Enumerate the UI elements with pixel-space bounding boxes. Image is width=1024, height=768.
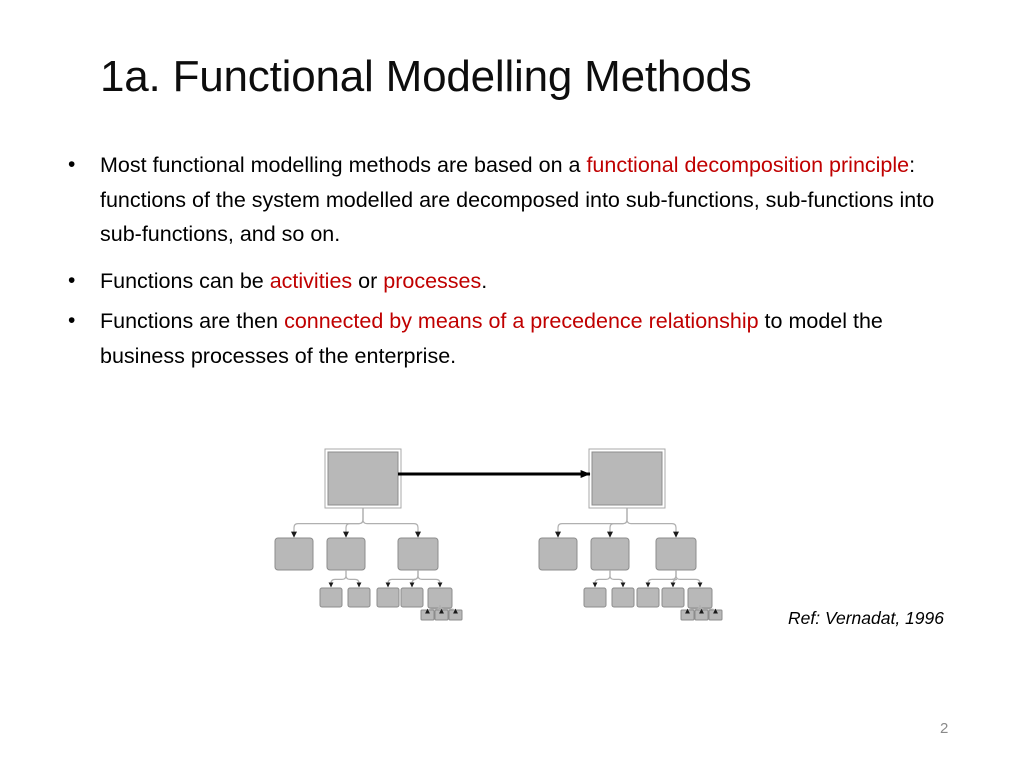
- connector-line: [328, 570, 347, 588]
- connector-line: [362, 508, 421, 538]
- right-tree-level4-box-2: [694, 609, 709, 621]
- connector-line: [417, 570, 443, 588]
- bullet-list: • Most functional modelling methods are …: [60, 148, 965, 385]
- left-tree-root-box: [324, 448, 402, 509]
- left-tree-level3-box-3-body: [376, 587, 400, 608]
- right-tree-level3-box-1: [583, 587, 607, 608]
- right-tree-level3-box-4: [661, 587, 685, 608]
- right-tree-level2-box-1: [538, 537, 578, 571]
- diagram-layer: [274, 448, 723, 621]
- list-item: • Most functional modelling methods are …: [60, 148, 965, 252]
- left-tree-level4-box-1: [420, 609, 435, 621]
- connector-line: [685, 605, 701, 614]
- page-title: 1a. Functional Modelling Methods: [100, 52, 752, 101]
- right-tree-level3-box-3-body: [636, 587, 660, 608]
- highlighted-phrase: activities: [269, 268, 353, 293]
- left-tree-level3-box-3: [376, 587, 400, 608]
- bullet-text: Functions can be activities or processes…: [100, 264, 965, 299]
- left-tree-level2-box-2: [326, 537, 366, 571]
- list-item: • Functions are then connected by means …: [60, 304, 965, 373]
- highlighted-phrase: functional decomposition principle: [586, 153, 910, 177]
- right-tree-level2-box-2-body: [590, 537, 630, 571]
- bullet-marker: •: [68, 153, 76, 176]
- plain-phrase: : functions of the system modelled are d…: [100, 153, 935, 246]
- left-tree-level3-box-2: [347, 587, 371, 608]
- plain-phrase: Functions can be: [100, 268, 270, 293]
- left-tree-level4-box-3-body: [448, 609, 463, 621]
- left-tree-root-box-outer-edge: [324, 448, 402, 509]
- right-tree-level3-box-3: [636, 587, 660, 608]
- left-tree-level2-box-2-body: [326, 537, 366, 571]
- bullet-text: Functions are then connected by means of…: [100, 304, 965, 373]
- right-tree-level3-box-5-body: [687, 587, 713, 609]
- connector-line: [592, 570, 611, 588]
- right-tree-level3-box-2: [611, 587, 635, 608]
- right-tree-level3-box-4-body: [661, 587, 685, 608]
- left-tree-level3-box-2-body: [347, 587, 371, 608]
- connector-line: [345, 570, 362, 588]
- plain-phrase: or: [352, 268, 384, 293]
- connector-line: [437, 605, 445, 614]
- left-tree-level2-box-1-body: [274, 537, 314, 571]
- connector-line: [626, 508, 679, 538]
- page-number: 2: [940, 720, 949, 737]
- bullet-marker: •: [68, 268, 76, 292]
- left-tree-level4-box-3: [448, 609, 463, 621]
- left-tree-level3-box-4: [400, 587, 424, 608]
- left-tree-level3-box-5-body: [427, 587, 453, 609]
- list-item: • Functions can be activities or process…: [60, 264, 965, 299]
- right-tree-level4-box-2-body: [694, 609, 709, 621]
- right-tree-root-box: [588, 448, 666, 509]
- right-tree-level4-box-1-body: [680, 609, 695, 621]
- reference-citation: Ref: Vernadat, 1996: [788, 608, 944, 628]
- highlighted-phrase: processes: [383, 268, 482, 293]
- right-tree-level3-box-1-body: [583, 587, 607, 608]
- connector-line: [675, 570, 703, 588]
- plain-phrase: Most functional modelling methods are ba…: [100, 153, 587, 177]
- connector-line: [409, 570, 419, 588]
- right-tree-level2-box-1-body: [538, 537, 578, 571]
- left-tree-level2-box-3-body: [397, 537, 439, 571]
- right-tree-level3-box-2-body: [611, 587, 635, 608]
- right-tree-level4-box-3-body: [708, 609, 723, 621]
- left-tree-level3-box-5: [427, 587, 453, 609]
- left-tree-level4-box-2-body: [434, 609, 449, 621]
- connector-line: [425, 605, 441, 614]
- right-tree-level2-box-2: [590, 537, 630, 571]
- highlighted-phrase: connected by means of a precedence relat…: [284, 309, 759, 333]
- right-tree-level4-box-3: [708, 609, 723, 621]
- left-tree-level2-box-3: [397, 537, 439, 571]
- connector-line: [385, 570, 419, 588]
- plain-phrase: .: [481, 268, 488, 293]
- left-tree-level2-box-1: [274, 537, 314, 571]
- connector-line: [609, 570, 626, 588]
- plain-phrase: to model the business processes of the e…: [100, 309, 883, 368]
- right-tree-level4-box-1: [680, 609, 695, 621]
- right-tree-root-box-outer-edge: [588, 448, 666, 509]
- left-tree-level3-box-1-body: [319, 587, 343, 608]
- connector-line: [670, 570, 678, 588]
- left-tree-level3-box-1: [319, 587, 343, 608]
- connector-line: [607, 508, 628, 538]
- right-tree-level2-box-3-body: [655, 537, 697, 571]
- right-tree-level3-box-5: [687, 587, 713, 609]
- left-tree-level4-box-2: [434, 609, 449, 621]
- right-tree-root-box-body: [591, 451, 663, 506]
- left-tree-level4-box-1-body: [420, 609, 435, 621]
- left-tree-root-box-body: [327, 451, 399, 506]
- left-tree-level3-box-4-body: [400, 587, 424, 608]
- right-tree-level2-box-3: [655, 537, 697, 571]
- bullet-marker: •: [68, 309, 76, 332]
- connector-line: [343, 508, 364, 538]
- connector-line: [645, 570, 677, 588]
- connector-line: [555, 508, 628, 538]
- bullet-text: Most functional modelling methods are ba…: [100, 148, 965, 252]
- connector-line: [699, 605, 718, 614]
- plain-phrase: Functions are then: [100, 309, 285, 333]
- connector-line: [439, 605, 458, 614]
- connector-line: [697, 605, 705, 614]
- connector-line: [291, 508, 364, 538]
